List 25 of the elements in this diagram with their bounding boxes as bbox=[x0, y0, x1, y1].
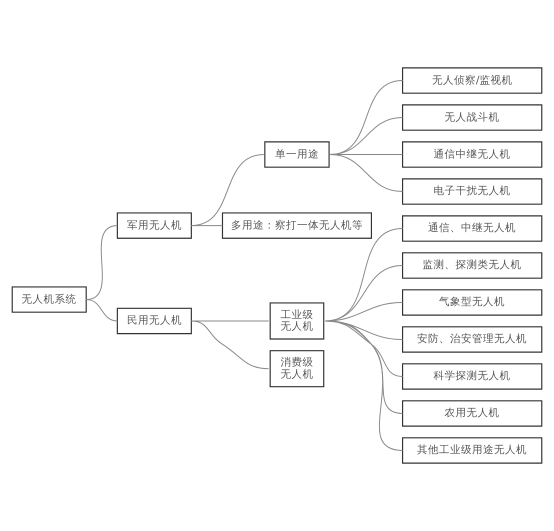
node-box: 单一用途 bbox=[264, 141, 330, 168]
connector bbox=[324, 320, 404, 451]
connector bbox=[86, 299, 118, 322]
node-box: 民用无人机 bbox=[116, 308, 192, 334]
connector bbox=[86, 225, 118, 300]
node-box: 安防、治安管理无人机 bbox=[402, 326, 542, 353]
node-box: 科学探测无人机 bbox=[402, 363, 542, 390]
connector bbox=[190, 154, 264, 226]
connector bbox=[190, 320, 270, 370]
node-box: 多用途：察打一体无人机等 bbox=[222, 212, 372, 239]
connector bbox=[330, 154, 404, 192]
node-box: 无人机系统 bbox=[12, 286, 87, 313]
node-box: 农用无人机 bbox=[402, 400, 542, 427]
node-box: 无人侦察/监视机 bbox=[402, 67, 542, 94]
node-box: 军用无人机 bbox=[116, 212, 192, 239]
node-box: 监测、探测类无人机 bbox=[402, 252, 542, 279]
node-box: 无人战斗机 bbox=[402, 104, 542, 131]
node-box: 工业级无人机 bbox=[270, 302, 324, 340]
node-box: 电子干扰无人机 bbox=[402, 178, 542, 205]
node-box: 通信、中继无人机 bbox=[402, 215, 542, 242]
node-box: 其他工业级用途无人机 bbox=[402, 437, 542, 464]
node-box: 通信中继无人机 bbox=[402, 141, 542, 168]
node-box: 气象型无人机 bbox=[402, 289, 542, 316]
connector bbox=[190, 225, 223, 226]
node-box: 消费级无人机 bbox=[270, 350, 324, 388]
